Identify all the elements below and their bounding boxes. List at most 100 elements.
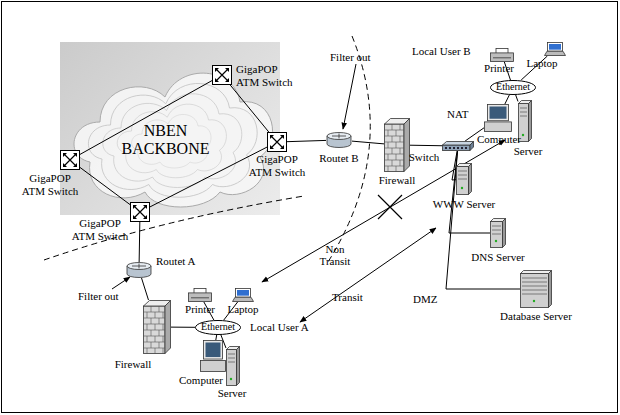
link-line xyxy=(352,141,384,144)
node-label: GigaPOP ATM Switch xyxy=(19,172,81,198)
server-front xyxy=(521,274,549,308)
switch-arrowheads xyxy=(270,135,284,149)
link-line xyxy=(215,335,217,340)
computer-case xyxy=(201,360,226,371)
node-label: WWW Server xyxy=(426,198,502,211)
server-front xyxy=(227,350,237,386)
computer-case xyxy=(485,122,512,132)
hub-front xyxy=(443,145,471,151)
node-label: Laptop xyxy=(522,57,562,70)
node-label: Routet A xyxy=(156,255,206,268)
node-label: Computer xyxy=(474,133,524,146)
router-arrows xyxy=(332,134,346,139)
transit-arrow xyxy=(300,228,436,322)
link-line xyxy=(410,145,442,147)
server-icon-shape xyxy=(456,163,472,195)
firewall-side xyxy=(404,119,410,172)
node-label: GigaPOP ATM Switch xyxy=(236,63,298,89)
atm-switch-shape xyxy=(212,65,232,85)
firewall-front xyxy=(144,306,166,354)
annotation-label: Filter out xyxy=(78,290,138,302)
firewall-icon: Firewall xyxy=(143,300,171,354)
cloud-texture xyxy=(117,104,226,178)
server-icon: Server xyxy=(226,346,240,386)
switch-arrows xyxy=(271,136,283,148)
router-icon-shape xyxy=(326,132,352,148)
switch-hub: Switch xyxy=(442,141,474,151)
atm-switch-shape xyxy=(130,202,150,222)
atm-switch: GigaPOP ATM Switch xyxy=(60,150,80,170)
server-front xyxy=(491,222,503,248)
atm-switch: GigaPOP ATM Switch xyxy=(212,65,232,85)
link-line xyxy=(139,222,141,262)
server-light xyxy=(533,300,535,302)
server-light xyxy=(461,187,463,189)
node-label: GigaPOP ATM Switch xyxy=(246,153,308,179)
switch-arrows xyxy=(134,206,146,218)
link-line xyxy=(505,95,509,104)
computer-icon-shape xyxy=(200,340,226,372)
server-icon: DNS Server xyxy=(490,218,506,248)
hub-top xyxy=(443,142,474,146)
boundary-dashed xyxy=(328,36,370,262)
router-icon-shape xyxy=(126,262,152,278)
atm-switch: GigaPOP ATM Switch xyxy=(130,202,150,222)
firewall-front xyxy=(385,124,405,172)
laptop-base xyxy=(233,297,254,301)
computer-icon: Computer xyxy=(484,104,512,132)
ethernet-bus: Ethernet xyxy=(490,80,536,95)
server-light xyxy=(230,378,232,380)
node-label: Computer xyxy=(176,374,226,387)
link-line xyxy=(516,95,518,101)
node-label: Ethernet xyxy=(195,321,241,333)
blocked-cross xyxy=(378,195,402,219)
node-label: Routet B xyxy=(316,152,362,165)
node-label: Database Server xyxy=(488,310,584,323)
annotation-label: NAT xyxy=(447,108,477,120)
ethernet-outline xyxy=(491,81,536,95)
cloud-texture xyxy=(103,94,242,188)
printer-icon: Printer xyxy=(490,48,514,62)
node-label: Firewall xyxy=(110,358,156,371)
switch-body xyxy=(268,133,287,152)
atm-switch-shape xyxy=(267,132,287,152)
printer-icon-shape xyxy=(490,48,514,62)
server-side xyxy=(237,347,240,386)
switch-arrowheads xyxy=(215,68,229,82)
switch-body xyxy=(131,203,150,222)
database-server: Database Server xyxy=(520,270,552,308)
switch-arrows xyxy=(216,69,228,81)
annotation-label: DMZ xyxy=(413,293,453,305)
printer-icon: Printer xyxy=(188,288,212,302)
link-line xyxy=(449,151,490,233)
hub-side xyxy=(470,142,474,151)
atm-switch: GigaPOP ATM Switch xyxy=(267,132,287,152)
node-label: Server xyxy=(506,145,550,158)
switch-body xyxy=(213,66,232,85)
laptop-icon: Laptop xyxy=(544,42,566,56)
link-line xyxy=(171,327,195,328)
annotation-label: Local User B xyxy=(412,45,502,57)
firewall-bricks xyxy=(385,124,405,172)
computer-monitor xyxy=(488,105,509,121)
cloud-outline xyxy=(74,73,273,207)
server-bays xyxy=(228,354,235,362)
printer-body xyxy=(189,293,212,302)
server-front xyxy=(457,167,469,195)
server-light xyxy=(495,240,497,242)
laptop-lid xyxy=(548,43,563,52)
ethernet-bus: Ethernet xyxy=(195,320,241,335)
node-label: NBEN BACKBONE xyxy=(118,122,213,158)
server-bays xyxy=(522,278,547,294)
laptop-icon-shape xyxy=(544,42,566,56)
server-icon-shape xyxy=(490,218,506,248)
laptop-lid xyxy=(236,289,251,298)
router-icon: Routet A xyxy=(126,262,152,278)
server-top xyxy=(521,271,552,274)
ethernet-outline xyxy=(196,321,241,335)
server-bays xyxy=(458,171,467,179)
router-arrows xyxy=(132,264,146,269)
switch-arrowheads xyxy=(63,153,77,167)
computer-icon: Computer xyxy=(200,340,226,372)
firewall-icon-shape xyxy=(143,300,171,354)
